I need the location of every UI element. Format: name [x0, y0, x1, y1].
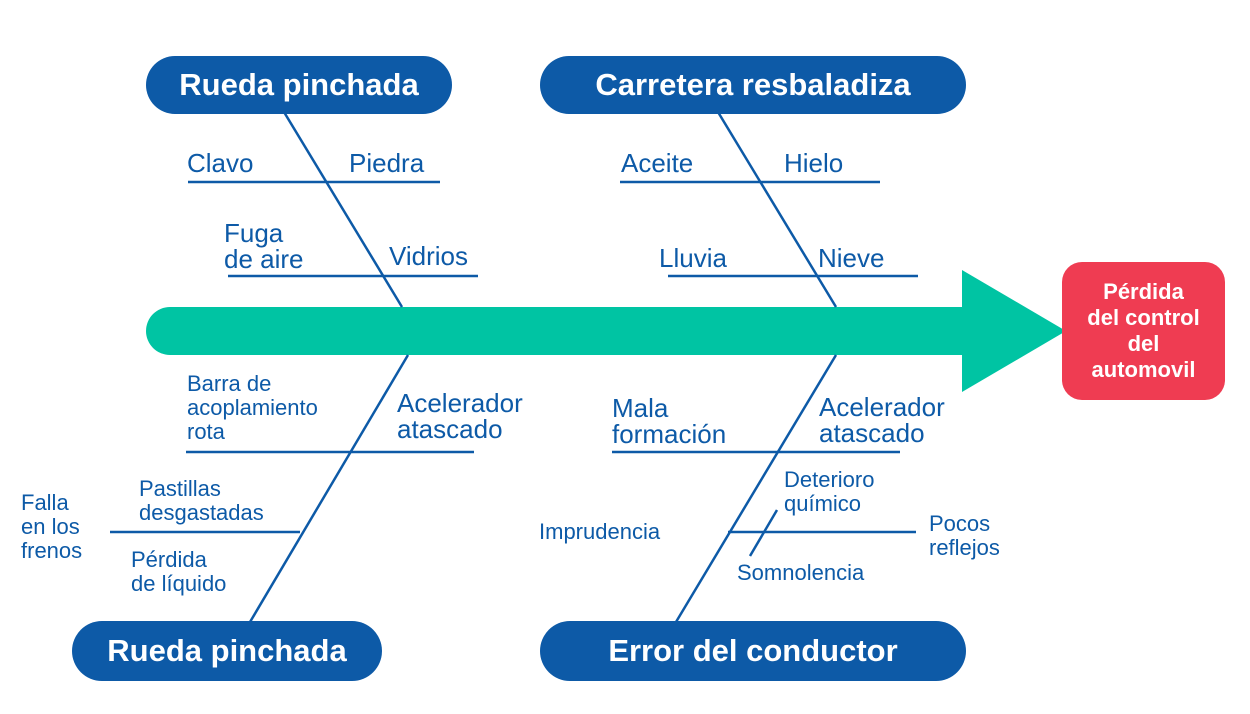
cause-pocos-reflejos: Pocos reflejos	[929, 511, 1000, 560]
cause-pastillas-desgastadas: Pastillas desgastadas	[139, 476, 264, 525]
cause-acelerador-atascado-left: Acelerador atascado	[397, 388, 523, 444]
cause-hielo: Hielo	[784, 148, 844, 178]
cause-barra-de-acoplamiento-rota: Barra de acoplamiento rota	[187, 371, 318, 444]
cause-fuga-de-aire: Fuga de aire	[224, 218, 304, 274]
effect-box: Pérdida del control del automovil	[1062, 262, 1225, 400]
category-rueda-pinchada-top: Rueda pinchada	[146, 56, 452, 114]
category-carretera-resbaladiza: Carretera resbaladiza	[540, 56, 966, 114]
category-rueda-pinchada-bottom: Rueda pinchada	[72, 621, 382, 681]
bone-carretera-resbaladiza	[716, 111, 838, 308]
cause-somnolencia: Somnolencia	[737, 560, 865, 585]
bone-rueda-pinchada-bottom	[248, 354, 410, 623]
cause-nieve: Nieve	[818, 243, 885, 273]
cause-falla-en-los-frenos: Falla en los frenos	[21, 490, 83, 563]
cause-mala-formacion: Mala formación	[612, 393, 727, 449]
cause-acelerador-atascado-right: Acelerador atascado	[819, 392, 945, 448]
cause-clavo: Clavo	[187, 148, 254, 178]
rib-deterioro-somnolencia	[748, 509, 779, 557]
category-error-conductor: Error del conductor	[540, 621, 966, 681]
spine-arrowhead	[962, 270, 1066, 392]
bone-error-conductor	[674, 354, 838, 623]
cause-imprudencia: Imprudencia	[539, 519, 661, 544]
cause-vidrios: Vidrios	[389, 241, 469, 271]
cause-aceite: Aceite	[621, 148, 694, 178]
cause-perdida-de-liquido: Pérdida de líquido	[131, 547, 227, 596]
cause-lluvia: Lluvia	[659, 243, 727, 273]
cause-piedra: Piedra	[349, 148, 425, 178]
bone-rueda-pinchada-top	[282, 111, 404, 308]
cause-deterioro-quimico: Deterioro químico	[784, 467, 875, 516]
